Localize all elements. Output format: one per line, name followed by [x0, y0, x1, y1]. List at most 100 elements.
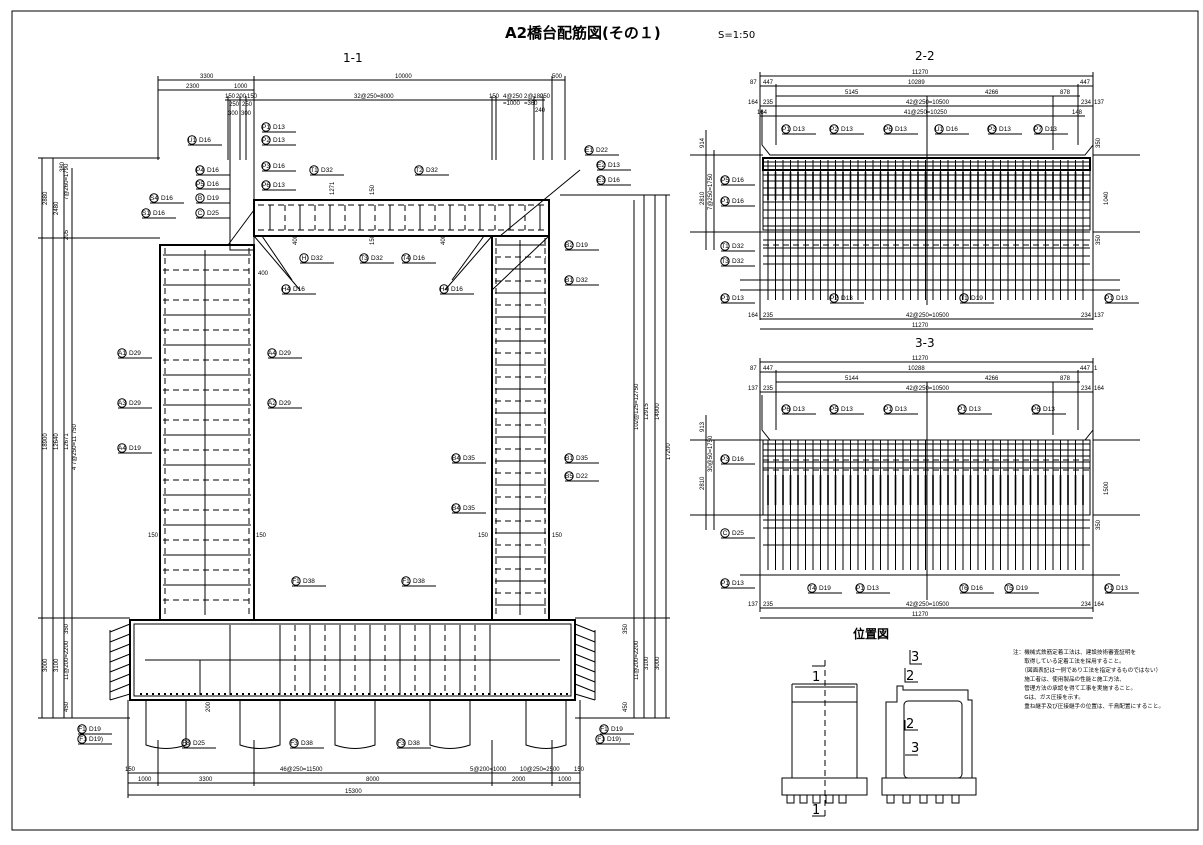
rebar-dot	[194, 693, 196, 695]
rebar-mark-circle-icon	[807, 583, 817, 593]
rebar-size: D19	[1016, 585, 1028, 592]
rebar-mark-circle-icon	[1104, 293, 1114, 303]
rebar-mark-circle-icon	[261, 135, 271, 145]
dim-text: 4@250	[503, 94, 523, 100]
rebar-size: D13	[793, 126, 805, 133]
dim-text: 447	[763, 366, 774, 372]
rebar-size: D35	[463, 455, 475, 462]
rebar-size: D16	[199, 137, 211, 144]
rebar-dot	[260, 693, 262, 695]
rebar-mark-circle-icon	[720, 175, 730, 185]
dim-text: 87	[750, 80, 757, 86]
rebar-mark-circle-icon	[195, 179, 205, 189]
dim-text: 87	[750, 366, 757, 372]
rebar-size: D13	[793, 406, 805, 413]
rebar-size: D16	[413, 255, 425, 262]
rebar-mark: (F1	[595, 736, 605, 743]
dim-text: 30@50=1750	[708, 435, 714, 472]
dim-text: 14900	[655, 403, 661, 420]
rebar-dot	[536, 693, 538, 695]
rebar-mark-circle-icon	[1004, 583, 1014, 593]
note-line: 注：機械式鉄筋定着工法は、建設技術審査証明を	[1013, 648, 1136, 656]
pile-icon	[799, 794, 808, 804]
rebar-mark: (F1	[77, 736, 87, 743]
dim-text: 5145	[845, 90, 859, 96]
rebar-mark-circle-icon	[181, 738, 191, 748]
dim-text: 10@250=2500	[520, 767, 560, 773]
rebar-mark-circle-icon	[855, 583, 865, 593]
rebar-mark: F8	[182, 740, 190, 747]
sheet-border	[11, 10, 1199, 831]
dim-text: 17200	[666, 443, 672, 460]
rebar-size: D13	[969, 406, 981, 413]
rebar-dot	[206, 693, 208, 695]
rebar-mark-circle-icon	[596, 160, 606, 170]
dim-text: 46@250=11500	[280, 767, 323, 773]
rebar-dot	[182, 693, 184, 695]
rebar-mark-circle-icon	[299, 253, 309, 263]
rebar-mark-circle-icon	[439, 284, 449, 294]
rebar-mark-circle-icon	[720, 578, 730, 588]
rebar-grid-3-3	[763, 440, 1090, 570]
rebar-size: D22	[576, 473, 588, 480]
rebar-mark: P2	[830, 295, 838, 302]
rebar-mark-circle-icon	[149, 193, 159, 203]
rebar-dot	[404, 693, 406, 695]
rebar-size: D16	[732, 456, 744, 463]
rebar-dot	[542, 693, 544, 695]
rebar-size: D13	[608, 162, 620, 169]
dim-text: 4266	[985, 90, 999, 96]
rebar-dot	[494, 693, 496, 695]
dim-text: 148	[1072, 110, 1083, 116]
dim-text: 5144	[845, 376, 859, 382]
rebar-dot	[188, 693, 190, 695]
rebar-mark: P1	[721, 295, 729, 302]
dim-text: 878	[1060, 376, 1071, 382]
top-dimensions-2-2: 11270 87 447 10289 447 5145 4266 878 164…	[748, 70, 1105, 320]
dim-text: 1000	[234, 84, 248, 90]
rebar-dot	[218, 693, 220, 695]
rebar-mark-circle-icon	[829, 124, 839, 134]
rebar-mark: T3	[360, 255, 368, 262]
section-2-2: 2-2 11270 87 447 10289 447 5145 4266 878…	[690, 49, 1140, 330]
right-dimensions-1-1: 17200 14900 12915 102@125=12750 3000 310…	[560, 194, 672, 719]
rebar-mark: H4	[282, 286, 291, 293]
rebar-mark-circle-icon	[599, 724, 609, 734]
cut-mark-3-top: 3	[911, 650, 919, 665]
rebar-mark: A1	[118, 350, 126, 357]
rebar-size: D16	[608, 177, 620, 184]
rebar-size: D13	[841, 295, 853, 302]
rebar-mark: P2	[262, 137, 270, 144]
dim-text: 42@250=10500	[906, 313, 950, 319]
dim-text: 150	[256, 533, 267, 539]
rebar-size: D13	[732, 295, 744, 302]
rebar-size: D16	[207, 181, 219, 188]
rebar-mark-circle-icon	[720, 196, 730, 206]
rebar-dot	[386, 693, 388, 695]
rebar-size: D35	[463, 505, 475, 512]
rebar-dot	[368, 693, 370, 695]
rebar-size: D32	[311, 255, 323, 262]
rebar-dot	[464, 693, 466, 695]
dim-text: 235	[763, 602, 774, 608]
bottom-dimensions-2-2: 164 235 42@250=10500 234 137 11270	[748, 313, 1105, 330]
dim-text: 234	[1081, 313, 1092, 319]
rebar-mark-circle-icon	[117, 348, 127, 358]
rebar-size: D16	[293, 286, 305, 293]
